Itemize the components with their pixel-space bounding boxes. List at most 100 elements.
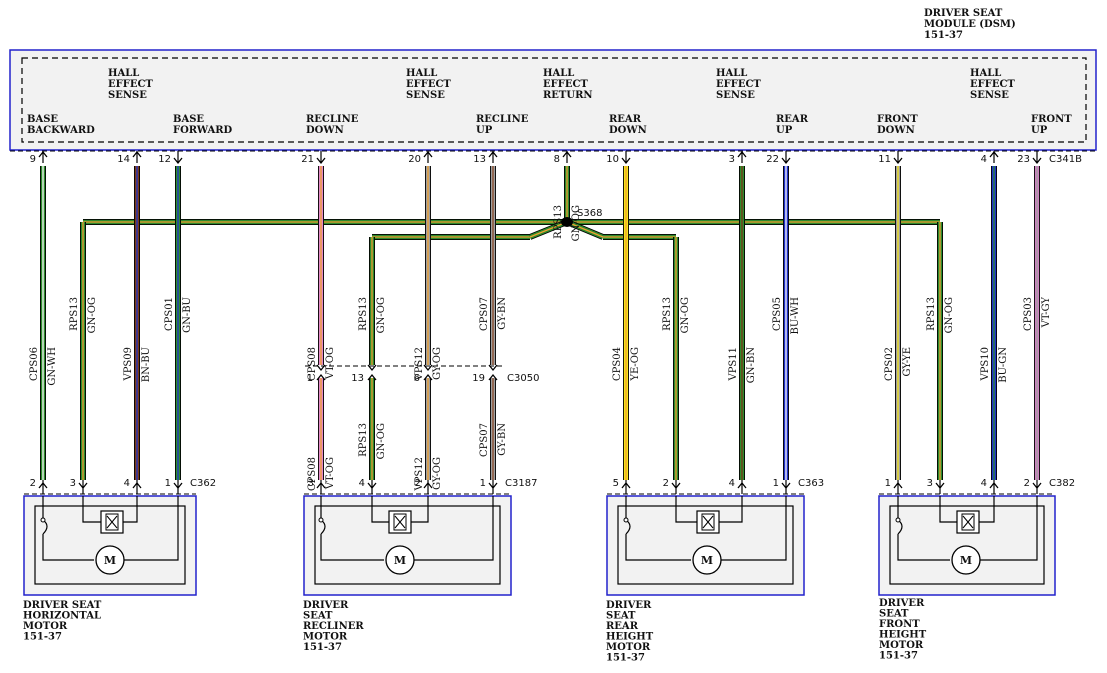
bus-right-diagonal <box>565 219 605 240</box>
wire-label-color: GN-WH <box>47 347 58 386</box>
pin-arrow-up <box>38 150 48 158</box>
motor-inner-box <box>617 505 794 585</box>
module-title-line: DRIVER SEAT <box>924 8 1003 19</box>
pin-label-hall1: HALL <box>108 68 139 79</box>
wire-label-circuit: CPS06 <box>29 347 40 381</box>
wire-label-color: BU-WH <box>790 297 801 335</box>
pin-label-rear-down: DOWN <box>609 125 647 136</box>
motor-pin-number: 1 <box>480 478 486 489</box>
wire-label-color: GY-OG <box>432 457 443 490</box>
motor-pin-number: 2 <box>415 478 421 489</box>
wire-label-color: GN-OG <box>571 205 582 241</box>
hall-wire-left <box>939 496 957 523</box>
motor-name-line: SEAT <box>303 611 333 622</box>
motor-pin-number: 1 <box>885 478 891 489</box>
inline-pin-arrow-down <box>316 364 326 372</box>
motor-connector-label: C363 <box>798 478 824 489</box>
hall-wire-left <box>371 496 389 523</box>
wire-label-circuit: RPS13 <box>926 297 937 331</box>
wire-label-color: GN-OG <box>376 297 387 333</box>
wire-label-color: GN-OG <box>376 423 387 459</box>
motor-name-line: SEAT <box>606 611 636 622</box>
motor-inner-box <box>34 505 186 585</box>
hall-wire-left <box>675 496 697 523</box>
wire-label-color: VT-OG <box>325 457 336 490</box>
motor-name-line: 151-37 <box>606 653 645 664</box>
motor-name-line: MOTOR <box>23 621 68 632</box>
hall-wire-left <box>82 496 101 523</box>
motor-wire <box>414 496 494 561</box>
bus-left-diagonal <box>528 219 569 240</box>
module-pin-number: 23 <box>1017 154 1030 165</box>
hall-sensor-cross <box>394 515 406 529</box>
pin-label-hall3: SENSE <box>716 90 755 101</box>
pin-arrow-down <box>781 157 791 165</box>
wire-label-circuit: RPS13 <box>69 297 80 331</box>
wire-label-color: YE-OG <box>630 347 641 382</box>
wire-label-color: GN-BN <box>746 347 757 383</box>
motor-symbol-letter: M <box>960 554 972 567</box>
wire-label-circuit: CPS08 <box>307 347 318 381</box>
wire-label-color: GN-OG <box>944 297 955 333</box>
wire-label-color: VT-OG <box>325 347 336 380</box>
motor-pin-number: 4 <box>729 478 735 489</box>
pin-label-hall1: EFFECT <box>108 79 153 90</box>
inline-pin-arrow-down <box>488 364 498 372</box>
hall-sensor-cross <box>106 515 118 529</box>
module-pin-number: 21 <box>301 154 314 165</box>
wire-stripe <box>529 221 568 238</box>
inline-pin-arrow-down <box>367 364 377 372</box>
motor-name-line: DRIVER <box>879 598 925 609</box>
motor-name-line: 151-37 <box>879 651 918 662</box>
motor-name-line: 151-37 <box>303 642 342 653</box>
wire-label-circuit: RPS13 <box>358 423 369 457</box>
inline-pin-number: 13 <box>351 373 364 384</box>
switch-contact <box>623 517 629 523</box>
switch-contact <box>895 517 901 523</box>
wire-label-circuit: VPS10 <box>980 347 991 382</box>
module-pin-number: 13 <box>473 154 486 165</box>
module-pin-number: 4 <box>981 154 987 165</box>
motor-symbol-letter: M <box>104 554 116 567</box>
motor-name-line: 151-37 <box>23 632 62 643</box>
pin-label-hall2: EFFECT <box>406 79 451 90</box>
motor-wire <box>721 496 787 561</box>
pin-arrow-down <box>1032 157 1042 165</box>
wire-label-circuit: VPS11 <box>728 347 739 382</box>
pin-label-hall-return: EFFECT <box>543 79 588 90</box>
hall-sensor-cross <box>702 515 714 529</box>
module-box <box>9 49 1097 151</box>
pin-label-recline-up: UP <box>476 125 493 136</box>
module-title-line: 151-37 <box>924 30 963 41</box>
pin-label-front-down: FRONT <box>877 114 918 125</box>
pin-label-hall4: SENSE <box>970 90 1009 101</box>
inline-pin-arrow-up <box>316 373 326 381</box>
pin-label-hall2: SENSE <box>406 90 445 101</box>
pin-arrow-up <box>562 150 572 158</box>
wire-label-circuit: RPS13 <box>358 297 369 331</box>
motor-pin-number: 2 <box>1024 478 1030 489</box>
hall-wire-right <box>719 496 743 523</box>
motor-name-line: RECLINER <box>303 621 364 632</box>
motor-inner-box <box>314 505 501 585</box>
inline-pin-number: 19 <box>472 373 485 384</box>
module-inner-dashed-box <box>21 57 1087 143</box>
wire-label-color: VT-GY <box>1041 297 1052 329</box>
pin-label-base-backward: BACKWARD <box>27 125 95 136</box>
motor-pin-number: 5 <box>613 478 619 489</box>
pin-label-base-forward: BASE <box>173 114 204 125</box>
wire-label-circuit: CPS04 <box>612 347 623 381</box>
wire-label-color: GY-YE <box>902 347 913 377</box>
pin-label-recline-up: RECLINE <box>476 114 529 125</box>
motor-wire <box>124 496 179 561</box>
wire-label-color: GN-OG <box>680 297 691 333</box>
module-pin-number: 10 <box>606 154 619 165</box>
motor-symbol-letter: M <box>394 554 406 567</box>
module-pin-number: 20 <box>408 154 421 165</box>
motor-name-line: HORIZONTAL <box>23 611 101 622</box>
pin-arrow-up <box>488 150 498 158</box>
wire-label-circuit: VPS09 <box>123 347 134 382</box>
